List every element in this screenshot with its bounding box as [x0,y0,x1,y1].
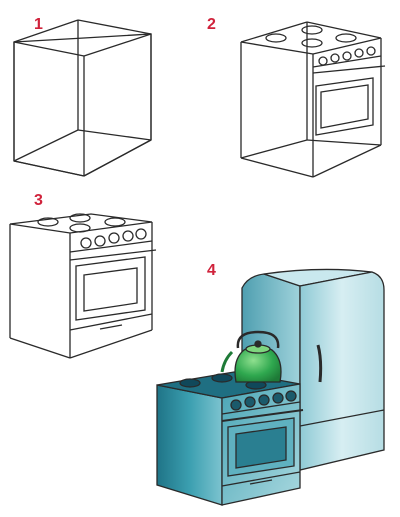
stove-side [156,384,223,506]
step-3-stove [9,213,157,359]
kettle-icon [220,330,282,383]
step-number-1: 1 [34,16,43,33]
step-number-3: 3 [34,192,43,209]
step-1-box [13,19,152,177]
step-2-stove [240,21,386,178]
step-number-4: 4 [207,262,216,279]
fridge-handle [316,344,323,383]
step-4-kitchen [156,268,385,506]
oven-window [235,426,287,469]
step-number-2: 2 [207,16,216,33]
fridge-front [299,271,385,471]
